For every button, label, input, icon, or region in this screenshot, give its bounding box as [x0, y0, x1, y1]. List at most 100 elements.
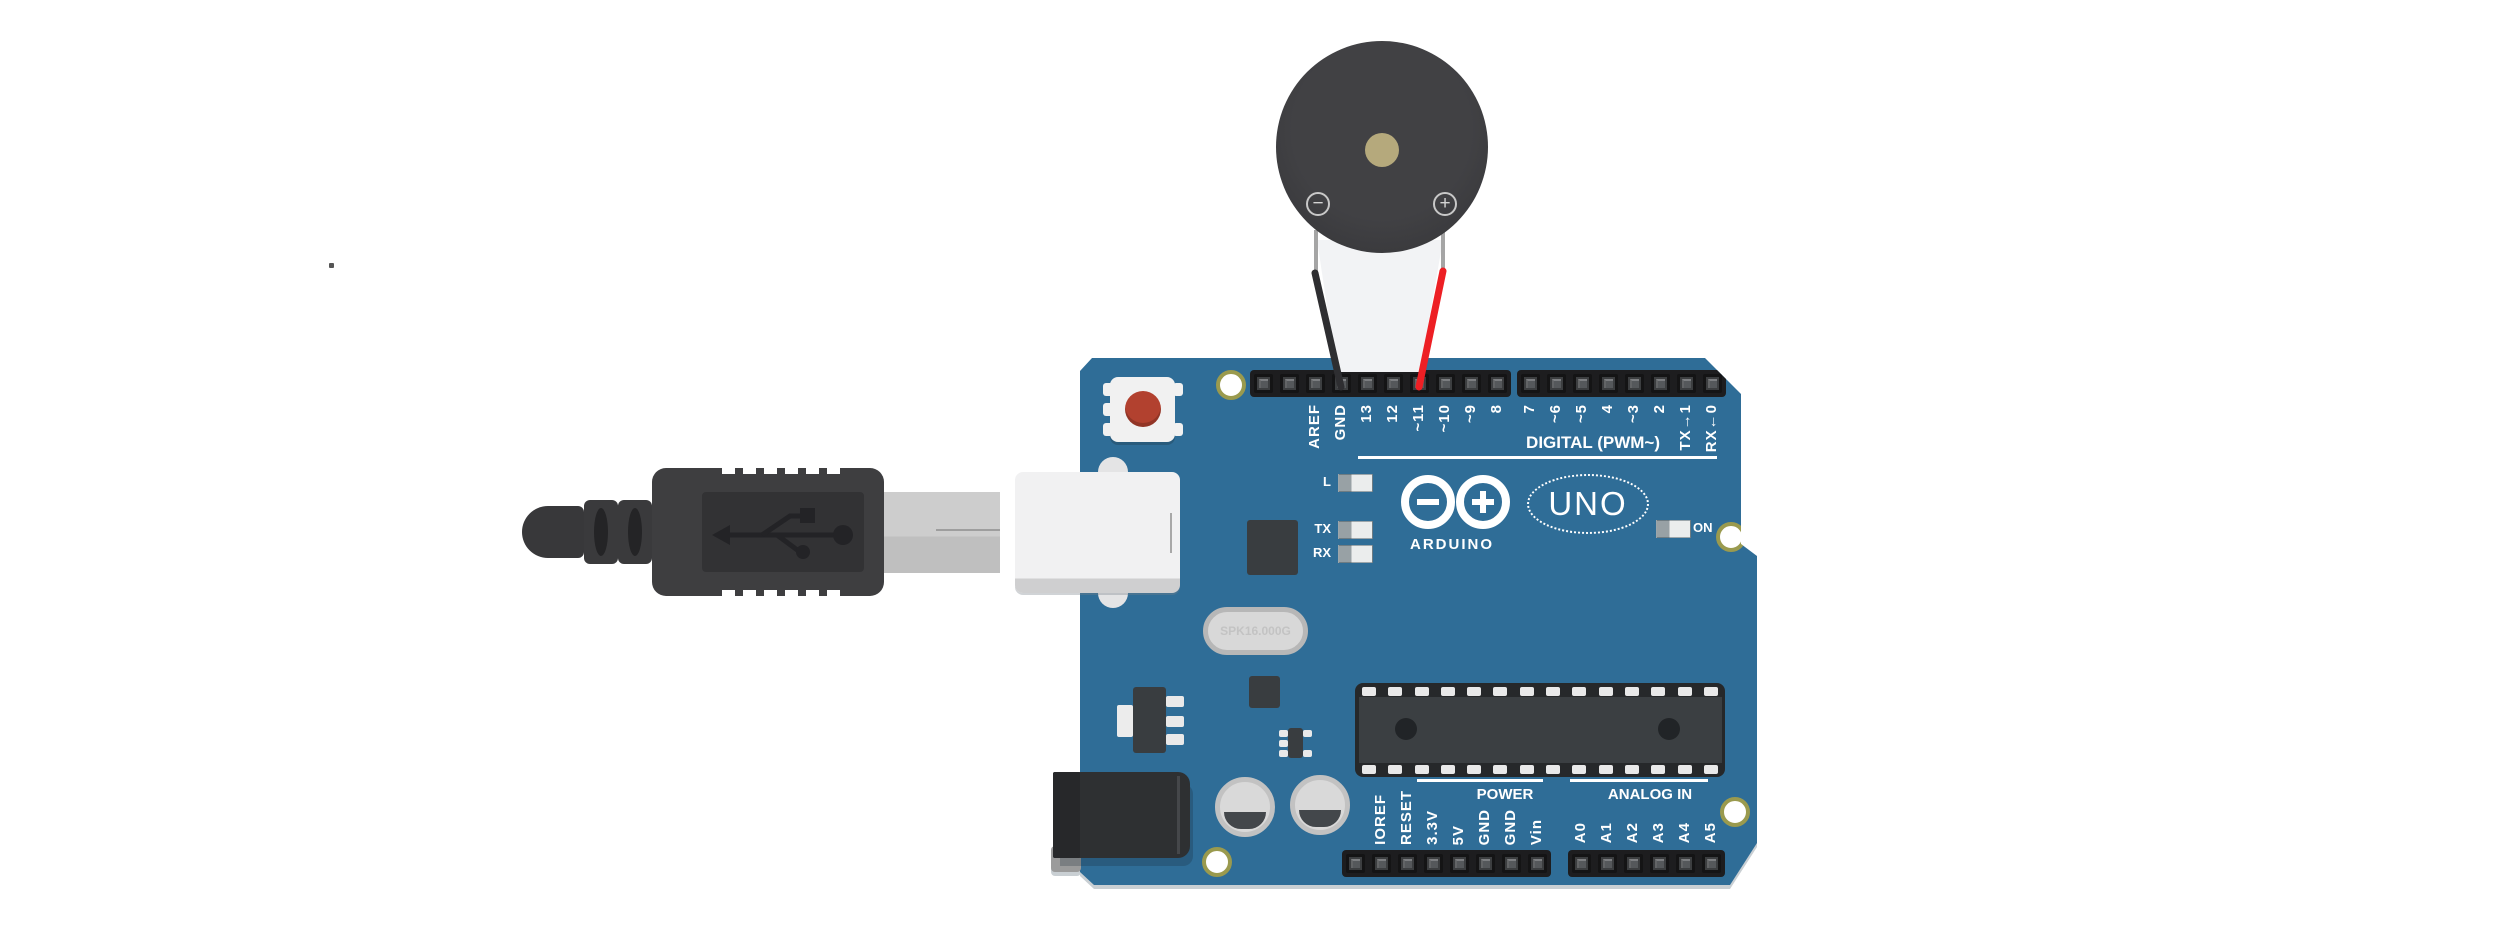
header-pin[interactable]	[1702, 854, 1721, 873]
header-pin[interactable]	[1650, 854, 1669, 873]
ic-pin	[1519, 687, 1534, 696]
sot-chip	[1288, 728, 1303, 758]
sot-chip-leg	[1279, 740, 1288, 747]
header-pin[interactable]	[1280, 374, 1299, 393]
ic-pin	[1388, 765, 1403, 774]
wire-negative-to-gnd[interactable]	[1311, 269, 1345, 391]
led-on	[1656, 520, 1691, 538]
buzzer-positive-terminal[interactable]: +	[1433, 192, 1457, 216]
capacitor-marking	[1299, 810, 1341, 827]
regulator-leg	[1166, 696, 1184, 707]
header-pin[interactable]	[1528, 854, 1547, 873]
header-pin[interactable]	[1703, 374, 1722, 393]
header-pin[interactable]	[1572, 854, 1591, 873]
mounting-hole	[1216, 370, 1246, 400]
usb-interface-chip	[1247, 520, 1298, 575]
header-pin[interactable]	[1424, 854, 1443, 873]
piezo-buzzer[interactable]: − +	[1276, 41, 1488, 253]
header-pin[interactable]	[1436, 374, 1455, 393]
ic-pin	[1677, 765, 1692, 774]
ic-pin	[1388, 687, 1403, 696]
header-pin[interactable]	[1625, 374, 1644, 393]
header-pin[interactable]	[1254, 374, 1273, 393]
header-pin[interactable]	[1598, 854, 1617, 873]
ic-pin	[1493, 765, 1508, 774]
header-pin[interactable]	[1476, 854, 1495, 873]
header-pin[interactable]	[1384, 374, 1403, 393]
header-pin[interactable]	[1306, 374, 1325, 393]
header-pin[interactable]	[1547, 374, 1566, 393]
led-label-rx: RX	[1312, 545, 1331, 560]
arduino-brand-text: ARDUINO	[1410, 536, 1494, 553]
analog-section-line	[1570, 779, 1708, 782]
regulator-tab	[1117, 705, 1133, 737]
usb-socket-seam	[1170, 513, 1172, 553]
regulator-leg	[1166, 716, 1184, 727]
led-label-on: ON	[1693, 520, 1713, 535]
header-pin[interactable]	[1346, 854, 1365, 873]
plug-grip-notch	[743, 590, 756, 602]
usb-trident-icon	[712, 508, 853, 559]
led-tx	[1338, 521, 1373, 539]
header-pin[interactable]	[1450, 854, 1469, 873]
sot-chip-leg	[1303, 750, 1312, 757]
reset-button-tab	[1103, 383, 1113, 396]
plug-grip-notch	[827, 462, 840, 474]
plug-grip-notch	[785, 462, 798, 474]
plug-grip-notch	[764, 462, 777, 474]
header-pin[interactable]	[1651, 374, 1670, 393]
arduino-logo-icon	[1401, 475, 1510, 529]
digital-header-low[interactable]	[1517, 370, 1726, 397]
header-pin[interactable]	[1358, 374, 1377, 393]
ic-pin	[1467, 765, 1482, 774]
buzzer-negative-terminal[interactable]: −	[1306, 192, 1330, 216]
ic-pin	[1493, 687, 1508, 696]
minus-icon: −	[1312, 193, 1324, 214]
digital-section-line	[1358, 456, 1717, 459]
power-section-line	[1417, 779, 1543, 782]
usb-cable-strain-relief	[618, 500, 652, 564]
ic-pin	[1677, 687, 1692, 696]
header-pin[interactable]	[1488, 374, 1507, 393]
power-jack[interactable]	[1053, 772, 1190, 858]
plug-grip-notch	[785, 590, 798, 602]
plug-grip-notch	[722, 590, 735, 602]
led-label-l: L	[1323, 474, 1331, 489]
header-pin[interactable]	[1521, 374, 1540, 393]
analog-header[interactable]	[1568, 850, 1725, 877]
usb-cable-strain-relief	[584, 500, 618, 564]
ic-pin	[1362, 687, 1376, 696]
header-pin[interactable]	[1573, 374, 1592, 393]
regulator-leg	[1166, 734, 1184, 745]
usb-cable-wire-end	[522, 506, 584, 558]
header-pin[interactable]	[1599, 374, 1618, 393]
voltage-regulator	[1133, 687, 1166, 753]
usb-socket[interactable]	[1015, 472, 1180, 593]
uno-badge: UNO	[1527, 474, 1649, 534]
sot-chip-leg	[1279, 750, 1288, 757]
header-pin[interactable]	[1502, 854, 1521, 873]
ic-pin	[1598, 687, 1613, 696]
header-pin[interactable]	[1624, 854, 1643, 873]
ic-pin	[1651, 765, 1666, 774]
header-pin[interactable]	[1398, 854, 1417, 873]
arduino-uno-board[interactable]: AREF GND 13 12 ~11 ~10 ~9 8 7 ~6 ~5 4 ~3…	[1051, 358, 1757, 885]
reset-button-tab	[1173, 423, 1183, 436]
header-pin[interactable]	[1372, 854, 1391, 873]
arduino-board-pcb[interactable]: AREF GND 13 12 ~11 ~10 ~9 8 7 ~6 ~5 4 ~3…	[1080, 358, 1757, 885]
reset-button-tab	[1173, 383, 1183, 396]
header-pin[interactable]	[1676, 854, 1695, 873]
wire-positive-to-pin11[interactable]	[1415, 267, 1447, 391]
usb-plug-metal-notch	[936, 529, 1000, 531]
ic-dimple	[1395, 718, 1417, 740]
header-pin[interactable]	[1677, 374, 1696, 393]
power-header[interactable]	[1342, 850, 1551, 877]
plug-grip-notch	[827, 590, 840, 602]
reset-button-cap[interactable]	[1125, 391, 1161, 427]
plug-grip-notch	[764, 590, 777, 602]
power-section-label: POWER	[1476, 786, 1534, 803]
led-l	[1338, 474, 1373, 492]
sot-chip-leg	[1279, 730, 1288, 737]
header-pin[interactable]	[1462, 374, 1481, 393]
